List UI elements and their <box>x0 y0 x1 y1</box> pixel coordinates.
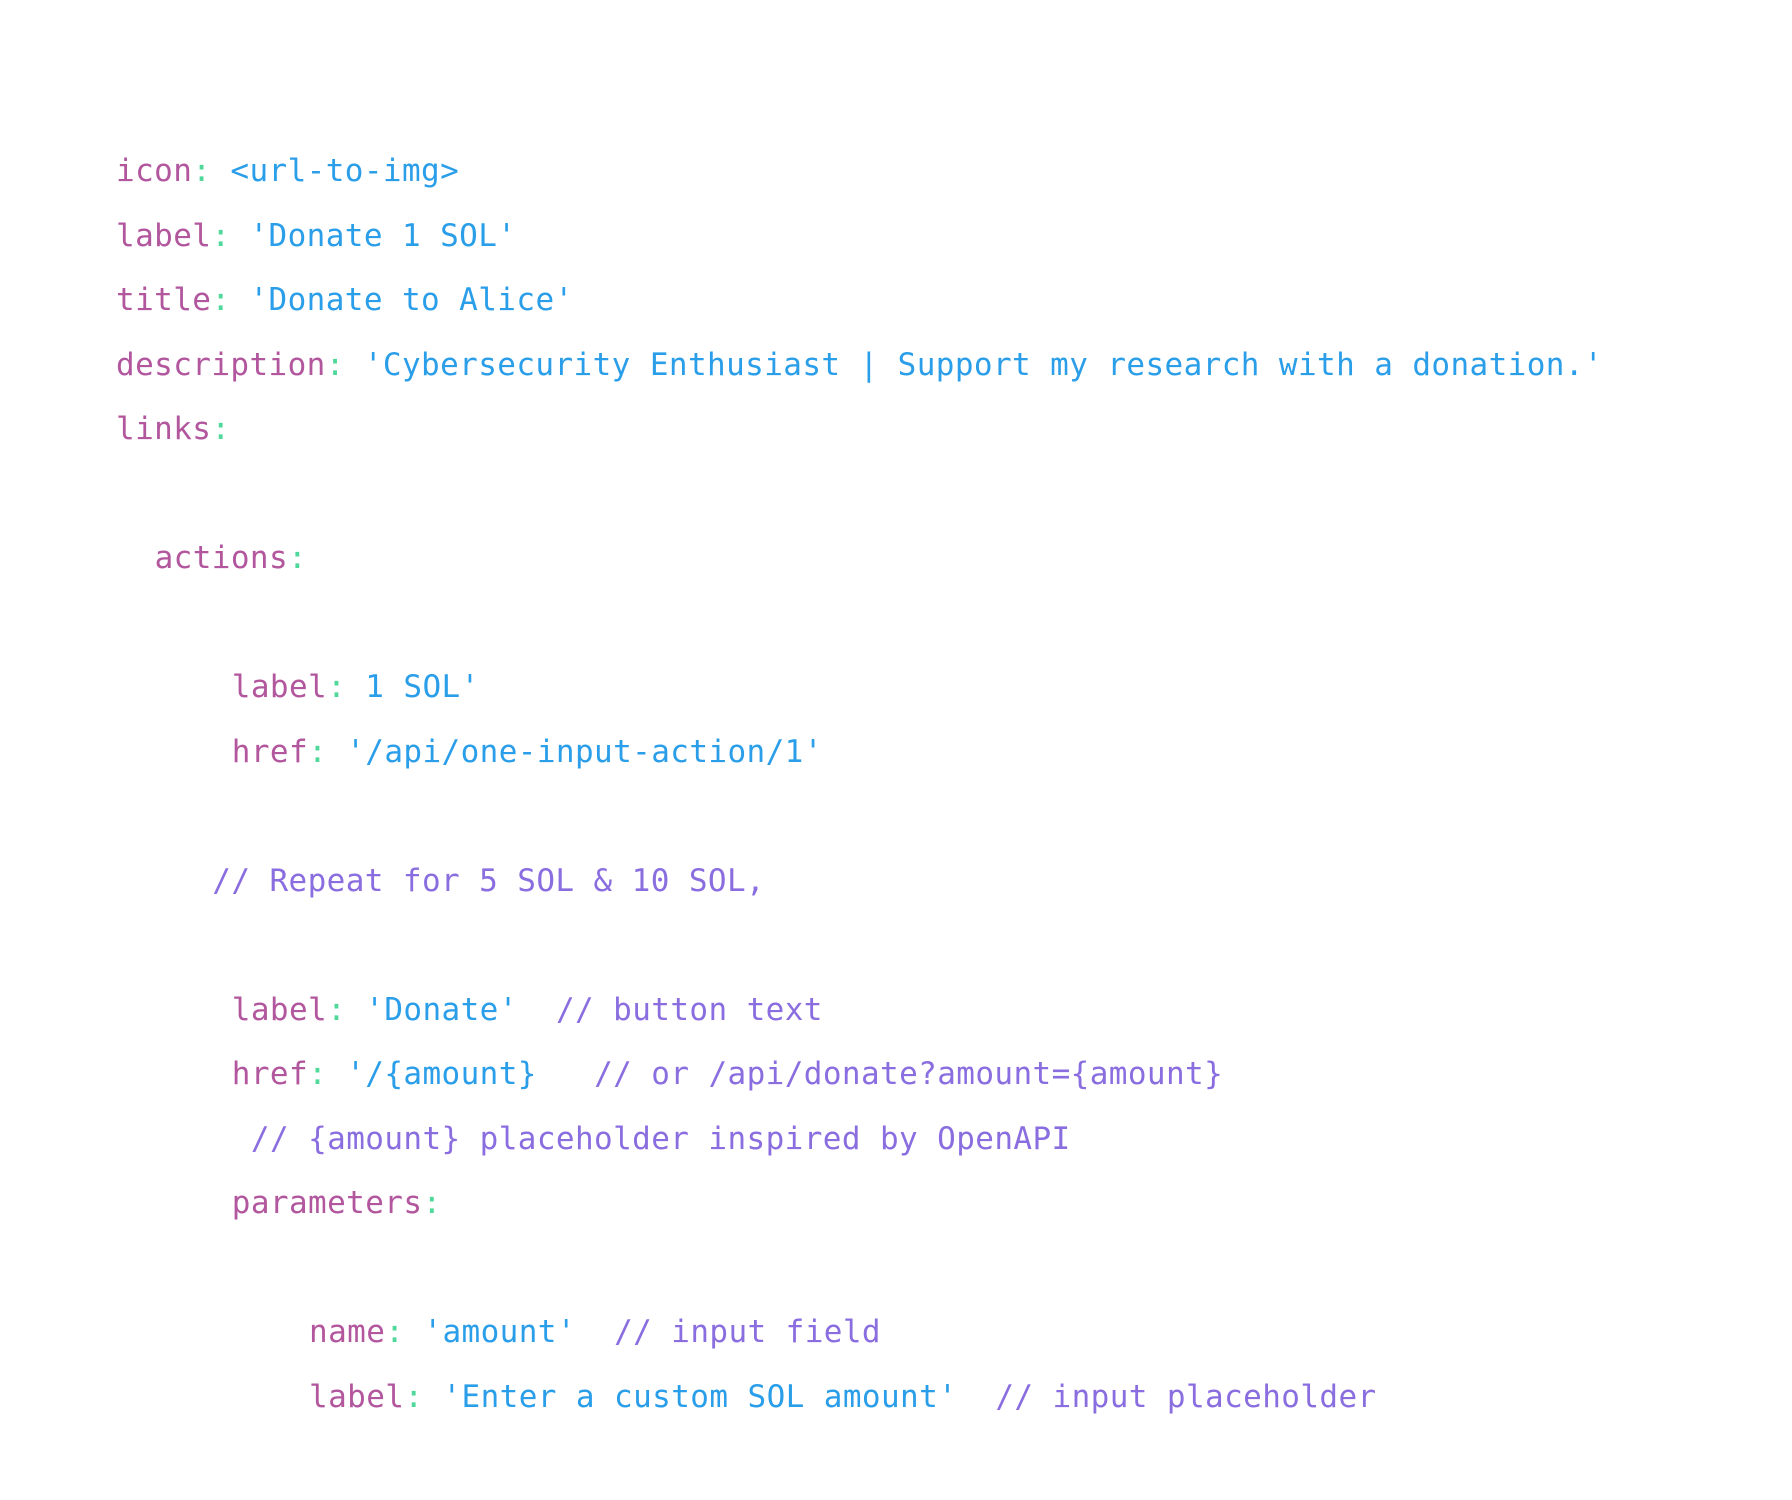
spacing <box>346 669 365 705</box>
code-colon: : <box>404 1378 424 1415</box>
code-colon: : <box>325 346 345 383</box>
code-key: href <box>231 733 309 770</box>
spacing <box>537 1056 594 1092</box>
code-colon: : <box>422 1185 442 1221</box>
spacing <box>230 282 249 318</box>
code-line: title: 'Donate to Alice' <box>0 268 1792 333</box>
code-key: label <box>309 1378 405 1415</box>
code-line: parameters: <box>0 1171 1792 1236</box>
code-value: 1 SOL' <box>365 669 480 705</box>
code-key: links <box>116 411 212 447</box>
code-line: icon: <url-to-img> <box>0 139 1792 204</box>
code-value: 'Donate to Alice' <box>249 282 574 318</box>
code-key: parameters <box>231 1185 423 1221</box>
spacing <box>518 992 556 1028</box>
code-value: 'Cybersecurity Enthusiast | Support my r… <box>363 346 1603 383</box>
blank-line <box>0 913 1792 978</box>
code-key: label <box>231 669 328 705</box>
code-comment: // button text <box>555 991 823 1028</box>
spacing <box>345 347 364 383</box>
spacing <box>211 153 230 189</box>
code-line: actions: <box>0 526 1792 591</box>
code-comment: // {amount} placeholder inspired by Open… <box>250 1120 1071 1157</box>
code-key: title <box>116 282 212 318</box>
code-comment: // or /api/donate?amount={amount} <box>594 1056 1224 1092</box>
code-line: // {amount} placeholder inspired by Open… <box>0 1107 1792 1172</box>
code-colon: : <box>327 669 347 705</box>
spacing <box>232 1121 251 1157</box>
code-comment: // Repeat for 5 SOL & 10 SOL, <box>212 862 766 899</box>
blank-line <box>0 462 1792 527</box>
code-line: name: 'amount' // input field <box>0 1300 1792 1365</box>
code-colon: : <box>327 991 347 1028</box>
code-value: '/api/one-input-action/1' <box>346 733 823 770</box>
spacing <box>576 1314 614 1350</box>
code-line: // Repeat for 5 SOL & 10 SOL, <box>0 849 1792 914</box>
spacing <box>193 863 212 899</box>
code-line: description: 'Cybersecurity Enthusiast |… <box>0 333 1792 398</box>
code-line: href: '/api/one-input-action/1' <box>0 720 1792 785</box>
blank-line <box>0 591 1792 656</box>
code-colon: : <box>385 1314 405 1350</box>
code-comment: // input placeholder <box>995 1378 1377 1415</box>
code-colon: : <box>211 217 231 254</box>
code-value: 'Enter a custom SOL amount' <box>442 1378 958 1415</box>
spacing <box>230 218 249 254</box>
code-colon: : <box>211 282 231 318</box>
code-key: label <box>231 991 328 1028</box>
spacing <box>404 1314 423 1350</box>
spacing <box>346 992 365 1028</box>
code-line: label: 'Donate' // button text <box>0 978 1792 1043</box>
code-line: label: 'Enter a custom SOL amount' // in… <box>0 1365 1792 1430</box>
spacing <box>327 1056 346 1092</box>
spacing <box>423 1379 442 1415</box>
code-line: href: '/{amount} // or /api/donate?amoun… <box>0 1042 1792 1107</box>
code-value: <url-to-img> <box>230 153 460 189</box>
code-line: label: 1 SOL' <box>0 655 1792 720</box>
code-key: icon <box>116 153 193 189</box>
code-colon: : <box>308 1056 328 1092</box>
blank-line <box>0 784 1792 849</box>
spacing <box>327 734 346 770</box>
code-key: name <box>309 1314 386 1350</box>
blank-line <box>0 1236 1792 1301</box>
code-key: href <box>231 1056 309 1092</box>
spacing <box>957 1379 995 1415</box>
code-comment: // input field <box>614 1314 881 1350</box>
code-value: '/{amount} <box>346 1056 537 1092</box>
code-colon: : <box>211 411 231 447</box>
code-key: description <box>116 346 326 383</box>
code-value: 'amount' <box>423 1314 576 1350</box>
code-value: 'Donate' <box>365 991 518 1028</box>
code-line: label: 'Donate 1 SOL' <box>0 204 1792 269</box>
code-block: icon: <url-to-img>label: 'Donate 1 SOL't… <box>0 139 1792 1429</box>
code-colon: : <box>288 540 308 576</box>
code-line: links: <box>0 397 1792 462</box>
code-colon: : <box>192 153 212 189</box>
code-colon: : <box>308 733 328 770</box>
code-key: actions <box>154 540 289 576</box>
code-value: 'Donate 1 SOL' <box>249 217 517 254</box>
code-key: label <box>116 217 212 254</box>
